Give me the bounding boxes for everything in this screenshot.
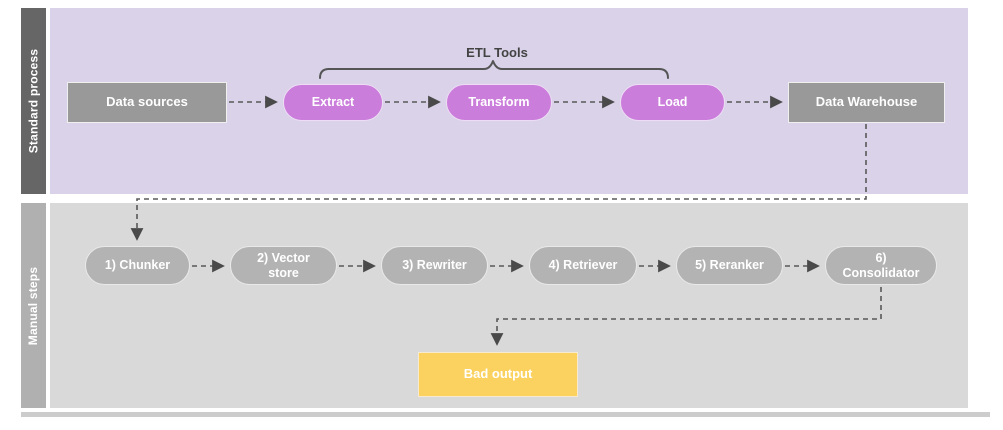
lane-label-text: Standard process <box>26 48 41 154</box>
node-rewriter: 3) Rewriter <box>381 246 488 285</box>
cropped-next-lane-strip <box>21 412 990 417</box>
etl-tools-group-label: ETL Tools <box>466 45 528 60</box>
node-extract: Extract <box>283 84 383 121</box>
node-vector-store: 2) Vector store <box>230 246 337 285</box>
node-transform: Transform <box>446 84 552 121</box>
node-bad-output: Bad output <box>418 352 578 397</box>
lane-label-text: Manual steps <box>26 266 41 345</box>
node-reranker: 5) Reranker <box>676 246 783 285</box>
node-data-warehouse: Data Warehouse <box>788 82 945 123</box>
node-retriever: 4) Retriever <box>529 246 637 285</box>
node-load: Load <box>620 84 725 121</box>
lane-label-standard-process: Standard process <box>21 8 46 194</box>
lane-label-manual-steps: Manual steps <box>21 203 46 408</box>
node-consolidator: 6) Consolidator <box>825 246 937 285</box>
node-data-sources: Data sources <box>67 82 227 123</box>
node-chunker: 1) Chunker <box>85 246 190 285</box>
